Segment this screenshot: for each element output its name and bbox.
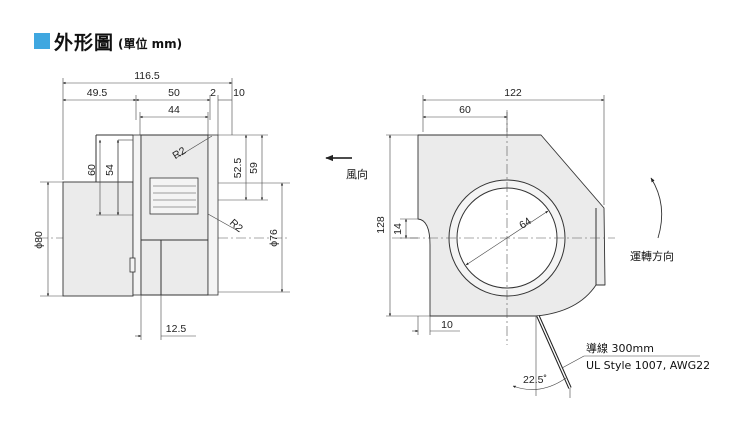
dim-bottom-10: 10: [441, 319, 453, 331]
dim-width-60: 60: [459, 104, 471, 116]
dim-height-54: 54: [104, 164, 116, 176]
airflow-label: 風向: [346, 167, 368, 181]
front-view: 64 122 60 128 14 10 22.5˚: [325, 87, 710, 398]
lead-label: 導線 300mm: [586, 341, 654, 355]
dim-height-59: 59: [248, 162, 260, 174]
dim-bottom: 12.5: [166, 323, 187, 335]
dim-small-gap: 2: [210, 87, 216, 99]
dim-height-60: 60: [86, 164, 98, 176]
radius-bottom: R2: [227, 217, 245, 235]
section-title: 外形圖: [54, 31, 115, 54]
dim-overall-width: 116.5: [134, 70, 160, 82]
dim-inner: 44: [168, 104, 180, 116]
dim-middle: 50: [168, 87, 180, 99]
dim-dia-76: ϕ76: [268, 229, 280, 247]
angle-label: 22.5˚: [523, 374, 547, 386]
lead-spec: UL Style 1007, AWG22: [586, 359, 710, 372]
dim-width-122: 122: [504, 87, 522, 99]
dim-height-14: 14: [392, 223, 404, 235]
rotation-label: 運轉方向: [630, 249, 674, 263]
unit-label: (單位 mm): [118, 36, 183, 51]
section-marker-icon: [34, 33, 50, 49]
dim-left: 49.5: [87, 87, 108, 99]
dim-dia-64: 64: [517, 215, 533, 232]
section-header: 外形圖 (單位 mm): [34, 30, 183, 54]
dim-dia-80: ϕ80: [33, 231, 45, 249]
side-view: 116.5 49.5 50 2 10 44 60 54 52.5 59 ϕ80 …: [33, 70, 290, 340]
dim-height-128: 128: [375, 216, 387, 234]
dim-right: 10: [233, 87, 245, 99]
dim-height-52-5: 52.5: [232, 158, 244, 179]
